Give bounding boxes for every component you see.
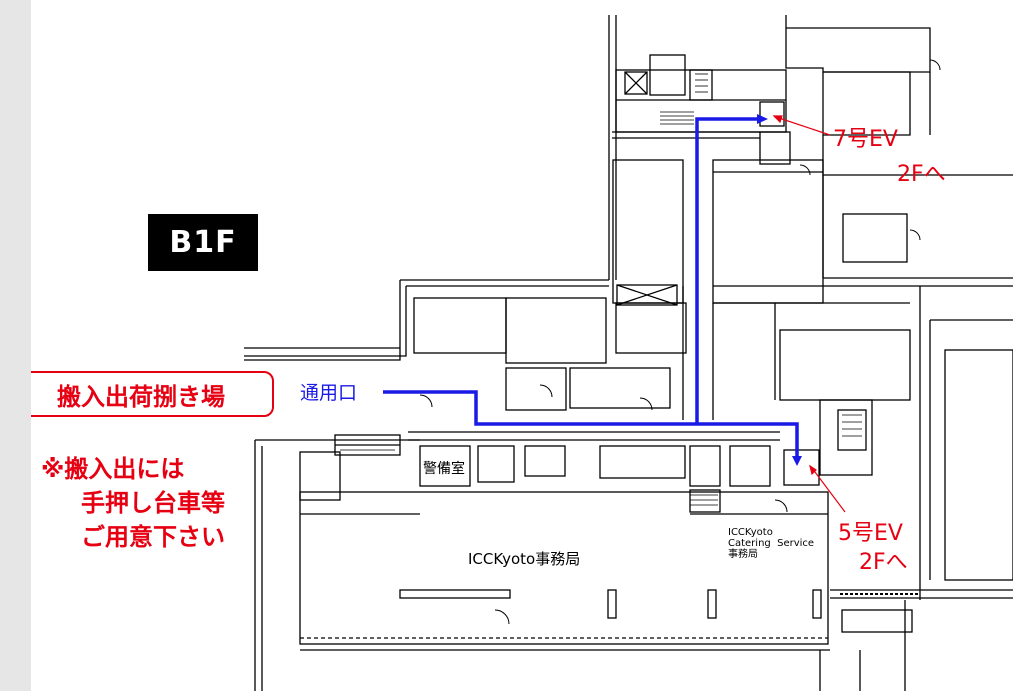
elevator-7-label: 7号EV [833,127,898,152]
elevator-5-label: 5号EV [838,521,903,546]
floor-plan-canvas: B1F 搬入出荷捌き場 ※搬入出には 手押し台車等 ご用意下さい 通用口 7号E… [31,0,1013,691]
elevator-5-destination: 2Fへ [859,550,908,575]
cart-notice-line-1: ※搬入出には [41,455,185,483]
loading-area-label: 搬入出荷捌き場 [31,371,274,417]
cart-notice: ※搬入出には 手押し台車等 ご用意下さい [41,452,225,554]
cart-notice-line-3: ご用意下さい [81,523,225,551]
service-entrance-label: 通用口 [300,382,358,404]
elevator-7-destination: 2Fへ [897,162,946,187]
catering-line-2: Catering Service [728,538,815,549]
catering-office-label: ICCKyoto Catering Service 事務局 [728,527,814,560]
cart-notice-line-2: 手押し台車等 [81,489,225,517]
office-label: ICCKyoto事務局 [468,550,581,568]
catering-line-1: ICCKyoto [728,527,773,538]
catering-line-3: 事務局 [728,549,758,560]
guard-room-label: 警備室 [423,461,465,477]
floor-plan-drawing [244,15,1013,691]
left-margin-strip [0,0,31,691]
floor-label: B1F [148,214,258,271]
